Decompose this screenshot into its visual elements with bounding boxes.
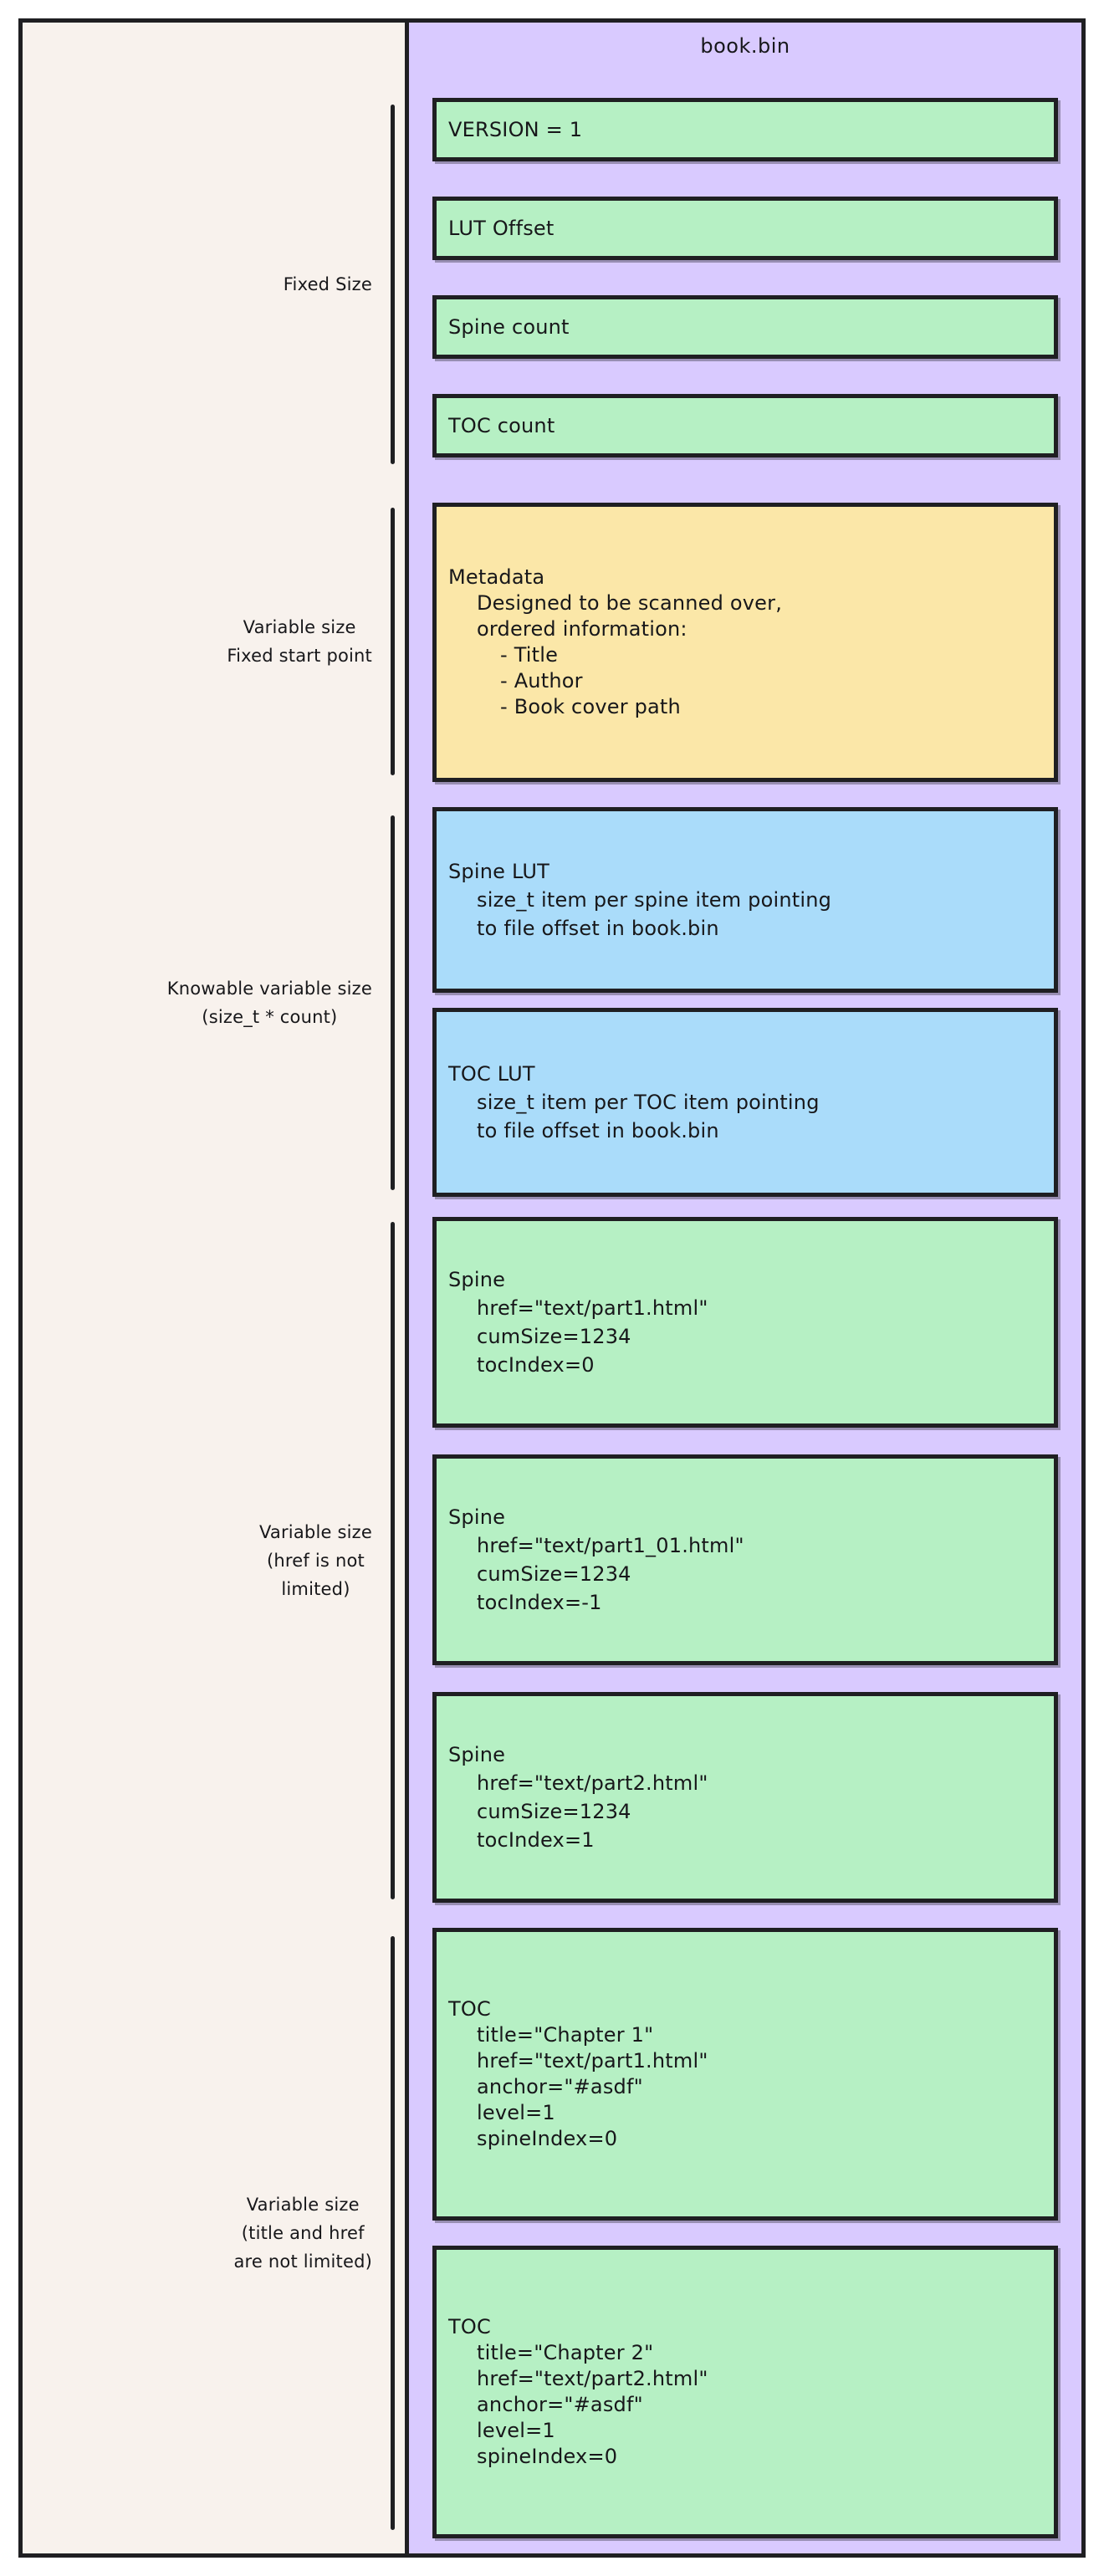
block-line: level=1 bbox=[477, 2419, 555, 2442]
block-spine-2: Spine href="text/part1_01.html" cumSize=12… bbox=[432, 1454, 1058, 1665]
block-line: href="text/part2.html" bbox=[477, 1771, 708, 1795]
annotation-group: Variable size Fixed start point bbox=[23, 499, 405, 784]
block-line: to file offset in book.bin bbox=[477, 917, 719, 940]
block-line: anchor="#asdf" bbox=[477, 2393, 643, 2416]
annotation-label: Variable size Fixed start point bbox=[227, 617, 372, 666]
block-line: cumSize=1234 bbox=[477, 1562, 631, 1586]
group-bracket-bar bbox=[391, 508, 395, 775]
block-line: TOC bbox=[448, 1997, 491, 2021]
block-line: href="text/part2.html" bbox=[477, 2367, 708, 2390]
block-line: title="Chapter 2" bbox=[477, 2341, 654, 2364]
annotation-group: Knowable variable size (size_t * count) bbox=[23, 807, 405, 1199]
block-line: TOC bbox=[448, 2315, 491, 2338]
block-line: title="Chapter 1" bbox=[477, 2023, 654, 2047]
block-line: href="text/part1_01.html" bbox=[477, 1534, 744, 1557]
block-line: level=1 bbox=[477, 2101, 555, 2124]
block-line: tocIndex=-1 bbox=[477, 1591, 602, 1614]
group-bracket-bar bbox=[391, 1222, 395, 1899]
block-spine-3: Spine href="text/part2.html" cumSize=1234 t… bbox=[432, 1692, 1058, 1903]
block-line: cumSize=1234 bbox=[477, 1800, 631, 1823]
group-bracket-bar bbox=[391, 105, 395, 464]
block-line: - Title bbox=[500, 643, 559, 667]
block-line: ordered information: bbox=[477, 617, 687, 641]
annotation-group: Variable size (title and href are not li… bbox=[23, 1928, 405, 2538]
block-version: VERSION = 1 bbox=[432, 98, 1058, 161]
block-line: to file offset in book.bin bbox=[477, 1119, 719, 1142]
block-line: Spine count bbox=[448, 315, 570, 339]
block-line: - Author bbox=[500, 669, 583, 693]
block-spine-count: Spine count bbox=[432, 295, 1058, 359]
block-line: cumSize=1234 bbox=[477, 1325, 631, 1348]
block-line: href="text/part1.html" bbox=[477, 2049, 708, 2073]
block-spine-1: Spine href="text/part1.html" cumSize=1234 t… bbox=[432, 1217, 1058, 1428]
block-toc-2: TOC title="Chapter 2" href="text/part2.htm… bbox=[432, 2246, 1058, 2538]
block-line: size_t item per TOC item pointing bbox=[477, 1091, 820, 1114]
block-line: anchor="#asdf" bbox=[477, 2075, 643, 2098]
annotation-label: Fixed Size bbox=[283, 274, 372, 294]
file-title: book.bin bbox=[700, 34, 790, 58]
block-line: spineIndex=0 bbox=[477, 2127, 618, 2150]
block-line: LUT Offset bbox=[448, 217, 555, 240]
block-line: tocIndex=0 bbox=[477, 1353, 595, 1377]
block-line: - Book cover path bbox=[500, 695, 681, 718]
block-line: Spine bbox=[448, 1268, 506, 1291]
block-line: TOC LUT bbox=[448, 1062, 535, 1086]
block-line: tocIndex=1 bbox=[477, 1828, 595, 1852]
annotation-group: Fixed Size bbox=[23, 96, 405, 473]
block-toc-lut: TOC LUT size_t item per TOC item pointing… bbox=[432, 1008, 1058, 1197]
annotation-label: Variable size (title and href are not li… bbox=[233, 2195, 372, 2272]
block-line: spineIndex=0 bbox=[477, 2445, 618, 2468]
group-bracket-bar bbox=[391, 815, 395, 1190]
group-bracket-bar bbox=[391, 1936, 395, 2530]
block-line: TOC count bbox=[448, 414, 555, 437]
block-line: Spine bbox=[448, 1743, 506, 1766]
block-line: VERSION = 1 bbox=[448, 118, 583, 141]
block-line: href="text/part1.html" bbox=[477, 1296, 708, 1320]
block-line: Spine LUT bbox=[448, 860, 549, 883]
annotation-label: Variable size (href is not limited) bbox=[258, 1522, 372, 1599]
block-line: Metadata bbox=[448, 565, 545, 589]
block-line: size_t item per spine item pointing bbox=[477, 888, 832, 912]
annotation-group: Variable size (href is not limited) bbox=[23, 1214, 405, 1908]
block-toc-count: TOC count bbox=[432, 394, 1058, 457]
block-lut-offset: LUT Offset bbox=[432, 197, 1058, 260]
block-line: Spine bbox=[448, 1505, 506, 1529]
annotation-label: Knowable variable size (size_t * count) bbox=[166, 979, 372, 1027]
block-line: Designed to be scanned over, bbox=[477, 591, 783, 615]
block-spine-lut: Spine LUT size_t item per spine item poin… bbox=[432, 807, 1058, 993]
